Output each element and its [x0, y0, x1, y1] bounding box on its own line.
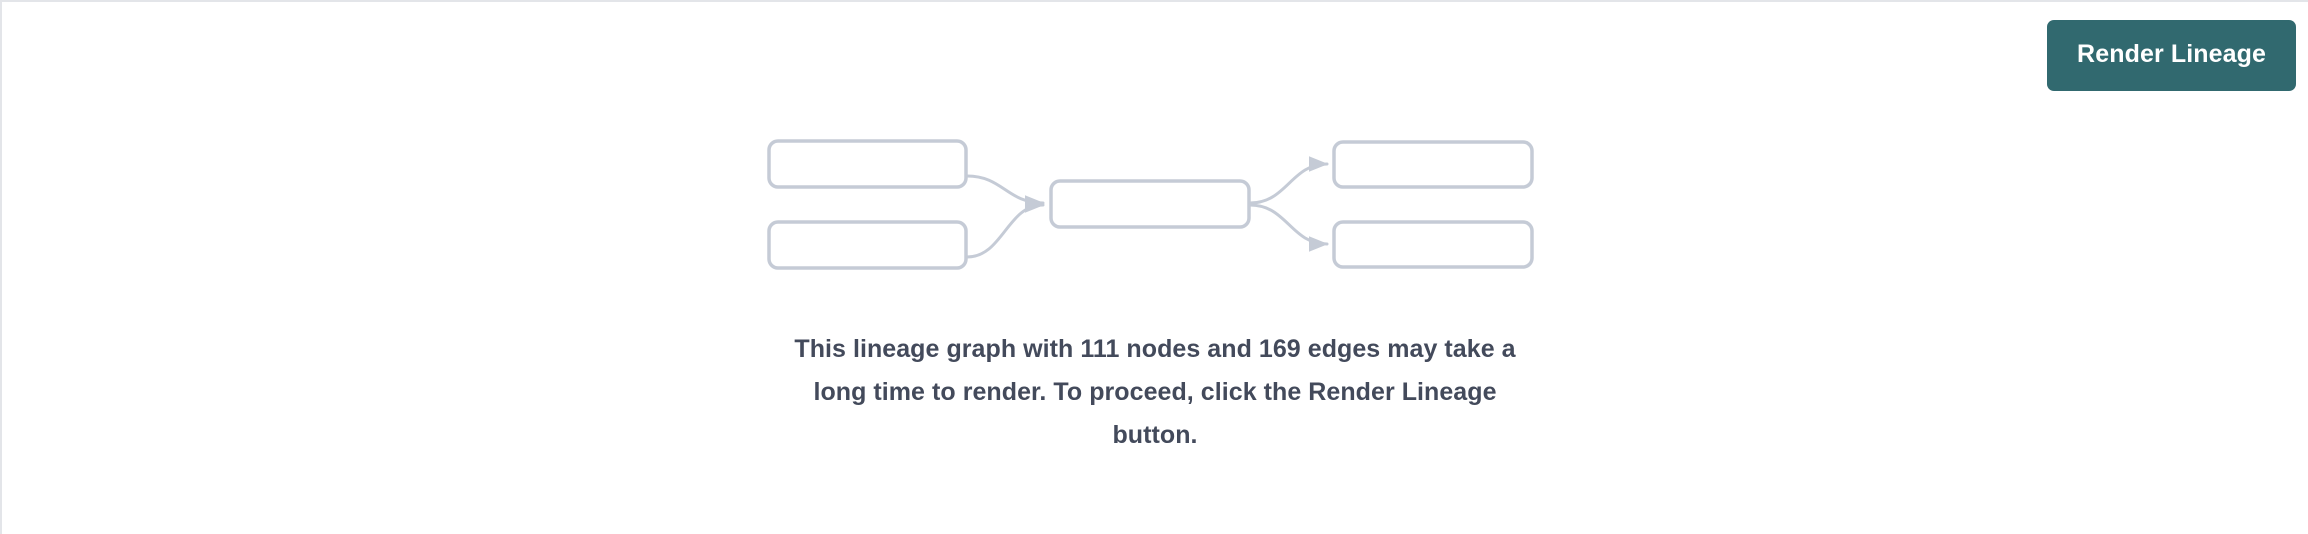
lineage-warning-message: This lineage graph with 111 nodes and 16… [794, 335, 1516, 449]
lineage-graph-placeholder-illustration [767, 139, 1534, 270]
panel-toolbar: Render Lineage [2047, 20, 2296, 91]
edge-focus-to-downstream-2 [1248, 203, 1329, 252]
edge-focus-to-downstream-1 [1248, 156, 1329, 205]
render-lineage-button[interactable]: Render Lineage [2047, 20, 2296, 91]
lineage-node-upstream-2 [767, 220, 968, 270]
edge-upstream-1-to-focus [965, 174, 1045, 211]
edge-upstream-2-to-focus [965, 197, 1045, 259]
lineage-edges [965, 156, 1329, 259]
lineage-node-downstream-2 [1332, 220, 1534, 269]
lineage-node-downstream-1 [1332, 140, 1534, 189]
lineage-nodes [767, 139, 1534, 270]
lineage-node-focus [1049, 179, 1251, 229]
lineage-node-upstream-1 [767, 139, 968, 189]
